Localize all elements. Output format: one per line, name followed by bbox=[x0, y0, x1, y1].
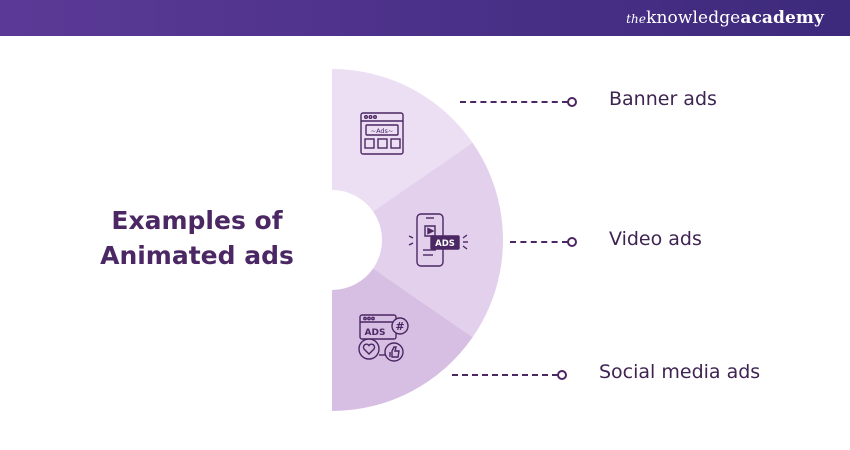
banner-ads-icon-text: ~Ads~ bbox=[371, 127, 394, 135]
title-line-2: Animated ads bbox=[100, 241, 294, 270]
banner-ads-icon: ~Ads~ bbox=[360, 112, 404, 155]
social-ads-icon-text: ADS bbox=[365, 328, 386, 338]
label-social-media-ads: Social media ads bbox=[599, 361, 761, 383]
logo-prefix: the bbox=[626, 12, 647, 26]
title-line-1: Examples of bbox=[111, 206, 283, 235]
label-video-ads: Video ads bbox=[609, 228, 702, 250]
brand-logo: theknowledgeacademy bbox=[626, 8, 824, 28]
logo-word-academy: academy bbox=[740, 8, 824, 28]
label-banner-ads: Banner ads bbox=[609, 88, 717, 110]
connector-dot-banner-ads bbox=[567, 97, 577, 107]
social-media-ads-icon: ADS # bbox=[358, 314, 409, 362]
diagram-title: Examples of Animated ads bbox=[82, 203, 312, 273]
social-hashtag-icon-text: # bbox=[395, 320, 404, 333]
header-bar: theknowledgeacademy bbox=[0, 0, 850, 36]
connector-dot-social-media-ads bbox=[557, 370, 567, 380]
video-ads-icon-text: ADS bbox=[435, 239, 455, 249]
connector-banner-ads bbox=[460, 101, 568, 103]
connector-social-media-ads bbox=[452, 374, 558, 376]
logo-word-knowledge: knowledge bbox=[646, 8, 741, 28]
video-ads-icon: ADS bbox=[408, 213, 468, 267]
connector-dot-video-ads bbox=[567, 237, 577, 247]
segment-social-media-ads bbox=[332, 268, 473, 411]
connector-video-ads bbox=[510, 241, 568, 243]
